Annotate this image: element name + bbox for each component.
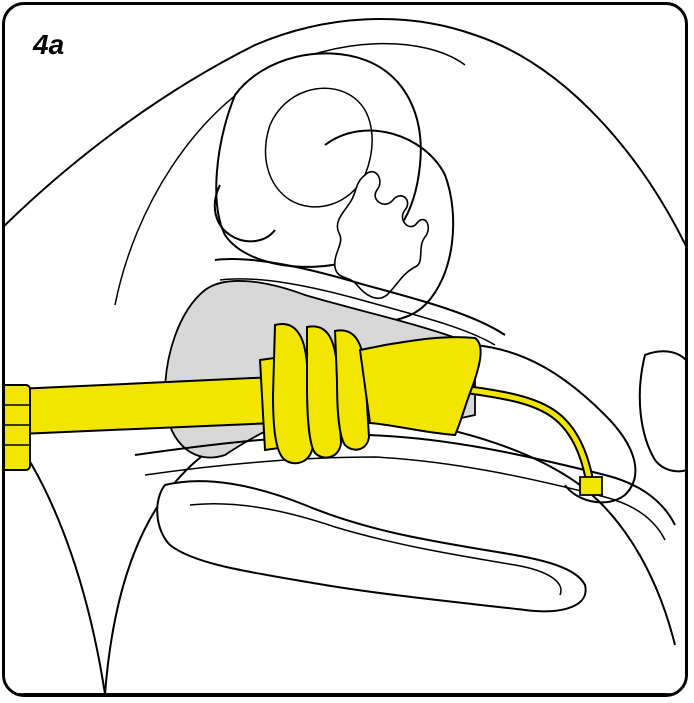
figure-label: 4a [33,31,64,59]
figure-frame: 4a [2,2,688,697]
device-end-cap [5,385,30,470]
anatomical-illustration [5,5,685,694]
device-tip [580,477,602,495]
